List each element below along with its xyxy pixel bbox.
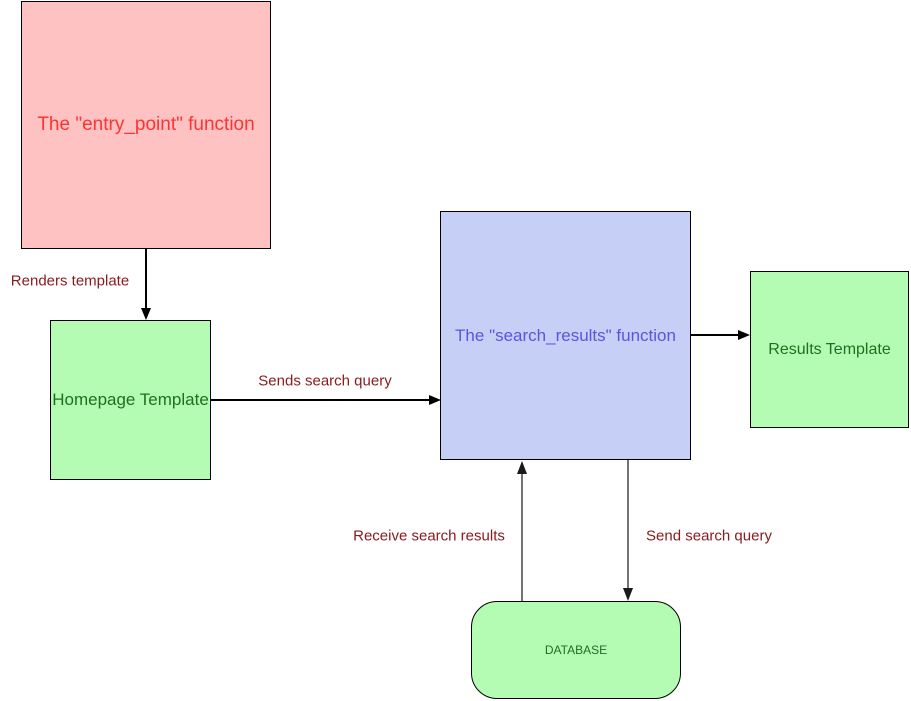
edge-label-sends-search-query: Sends search query [258,372,392,390]
node-results-template: Results Template [750,271,909,428]
node-homepage-template: Homepage Template [50,320,211,480]
edge-label-receive-search-results: Receive search results [353,527,505,545]
edge-send-search-query-arrow [623,460,633,601]
node-database-label: DATABASE [544,643,608,657]
edge-label-renders-template: Renders template [10,272,130,290]
edge-renders-template-arrow [141,249,151,320]
node-homepage-template-label: Homepage Template [52,390,209,409]
node-entry-point-function: The "entry_point" function [21,1,271,249]
edge-to-results-template-arrow [691,330,750,340]
node-search-results-function: The "search_results" function [440,211,691,460]
node-results-template-label: Results Template [768,340,891,358]
edge-receive-search-results-arrow [517,461,527,601]
edge-label-send-search-query: Send search query [646,527,772,545]
node-search-results-label: The "search_results" function [455,325,676,345]
node-database: DATABASE [471,601,681,699]
node-entry-point-label: The "entry_point" function [37,114,255,135]
edge-sends-search-query-arrow [211,395,441,405]
